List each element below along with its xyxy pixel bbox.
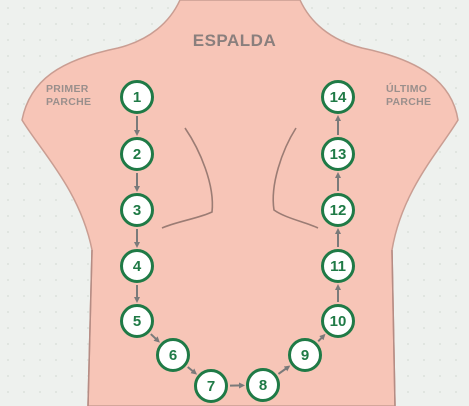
last-patch-label: ÚLTIMO PARCHE [386,83,431,109]
patch-14: 14 [321,80,355,114]
patch-5: 5 [120,304,154,338]
patch-6: 6 [156,338,190,372]
patch-12: 12 [321,193,355,227]
diagram-title: ESPALDA [0,31,469,51]
patch-8: 8 [246,368,280,402]
patch-11: 11 [321,249,355,283]
back-torso [22,0,458,406]
patch-3: 3 [120,193,154,227]
first-patch-label: PRIMER PARCHE [46,83,91,109]
patch-9: 9 [288,338,322,372]
patch-1: 1 [120,80,154,114]
patch-13: 13 [321,137,355,171]
first-patch-label-line2: PARCHE [46,96,91,109]
patch-10: 10 [321,304,355,338]
patch-4: 4 [120,249,154,283]
patch-7: 7 [194,369,228,403]
patch-2: 2 [120,137,154,171]
first-patch-label-line1: PRIMER [46,83,91,96]
last-patch-label-line1: ÚLTIMO [386,83,431,96]
last-patch-label-line2: PARCHE [386,96,431,109]
